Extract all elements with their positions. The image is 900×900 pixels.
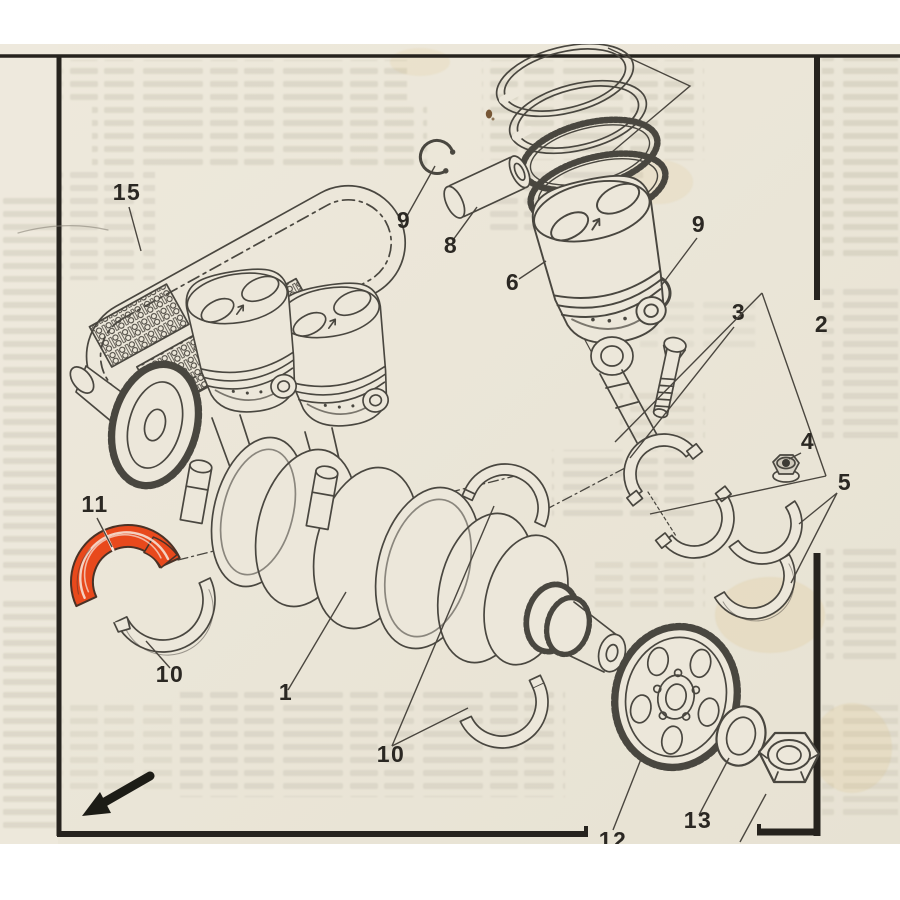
- ring-group-bracket: [607, 47, 692, 153]
- leader-line-11: [96, 517, 113, 548]
- leader-line-2: [614, 292, 763, 443]
- leader-line-10-left: [145, 640, 171, 669]
- callout-9-left: 9: [397, 207, 411, 233]
- circlip-left: [418, 139, 456, 175]
- wrist-pin: [443, 155, 531, 219]
- main-bearing-shell-center: [459, 674, 549, 749]
- leader-line-9-right: [660, 237, 698, 287]
- callout-6: 6: [506, 269, 520, 295]
- callout-4: 4: [801, 428, 815, 454]
- alignment-line: [544, 467, 626, 511]
- crank-nut: [757, 731, 821, 784]
- leader-line-10-center: [391, 707, 469, 747]
- crankshaft-timing-end: [523, 581, 627, 673]
- primary-gear: [107, 360, 203, 490]
- leader-line-12: [612, 753, 644, 831]
- timing-gear: [611, 622, 741, 772]
- callout-10-left: 10: [156, 661, 185, 687]
- callout-11: 11: [81, 491, 108, 517]
- direction-arrow: [82, 771, 155, 816]
- callout-5: 5: [838, 469, 852, 495]
- leader-line-1: [287, 591, 347, 691]
- rod-nut: [772, 454, 800, 483]
- rod-bolt: [652, 336, 687, 419]
- callout-8: 8: [444, 232, 458, 258]
- leader-line-2: [761, 292, 827, 477]
- callout-13: 13: [684, 807, 713, 833]
- artwork: [17, 44, 821, 816]
- leader-line-15: [128, 206, 142, 252]
- rod-bolt-posts: [179, 459, 339, 531]
- leader-line-3: [629, 326, 735, 459]
- callout-3: 3: [732, 299, 746, 325]
- lock-washer: [715, 705, 767, 767]
- leader-line-4: [788, 452, 802, 460]
- leader-line-5: [798, 492, 838, 525]
- leader-line-2: [649, 475, 827, 515]
- callout-2: 2: [815, 311, 829, 337]
- callout-15: 15: [113, 179, 142, 205]
- figure-frame: [0, 54, 900, 837]
- cropped-label-leader: [739, 793, 767, 843]
- leader-line-6: [518, 260, 547, 280]
- leader-line-5: [790, 492, 838, 584]
- callout-labels: 15 9 8 6 9 3 2 45 11 10 1 10 12 13: [81, 47, 852, 853]
- connecting-rod-exploded: [590, 336, 735, 559]
- pencil-mark: [17, 225, 109, 234]
- callout-9-right: 9: [692, 211, 706, 237]
- callout-10-center: 10: [377, 741, 406, 767]
- callout-1: 1: [279, 679, 293, 705]
- main-bearing-on-crank: [461, 463, 550, 528]
- leader-line-10-center: [391, 505, 495, 747]
- leader-line-13: [698, 757, 730, 816]
- callout-12: 12: [599, 827, 628, 853]
- leader-line-9-left: [406, 165, 436, 217]
- leader-line-8: [452, 206, 478, 241]
- rod-bearing-shells: [713, 500, 803, 622]
